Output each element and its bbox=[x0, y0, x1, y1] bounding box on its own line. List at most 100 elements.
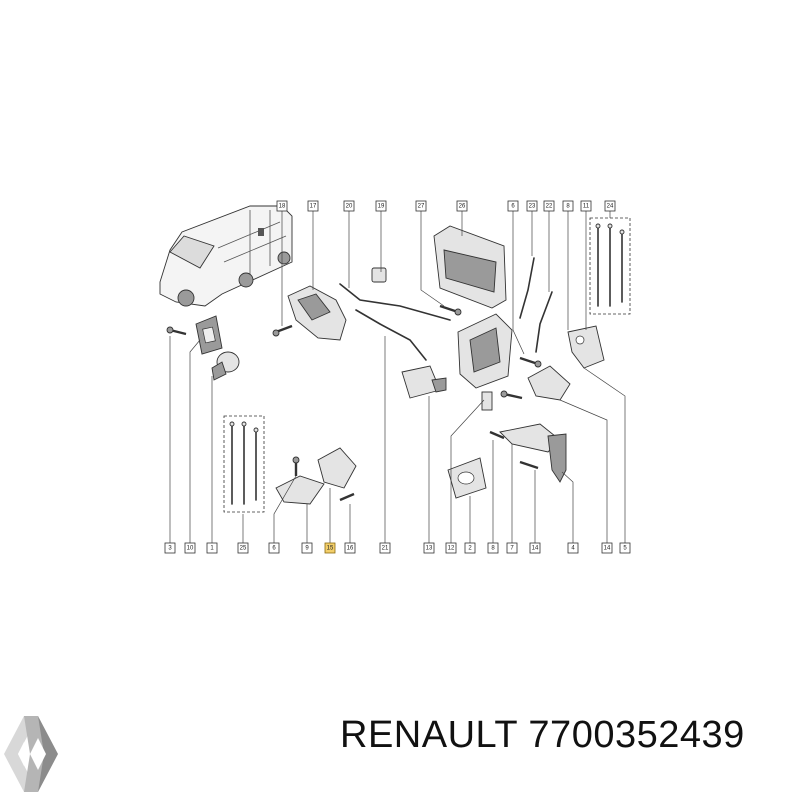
callout-box bbox=[580, 200, 592, 212]
part-screw-8 bbox=[500, 390, 523, 400]
part-caption: RENAULT 7700352439 bbox=[340, 714, 745, 757]
callout-number: 23 bbox=[529, 204, 536, 210]
callout-c15: 15 bbox=[324, 542, 336, 554]
callout-c20: 20 bbox=[343, 200, 355, 212]
callout-box bbox=[445, 542, 457, 554]
part-handle-15 bbox=[317, 447, 357, 489]
callout-number: 14 bbox=[532, 546, 539, 552]
callout-c6b: 6 bbox=[268, 542, 280, 554]
part-lever-4 bbox=[547, 433, 567, 483]
callout-number: 1 bbox=[210, 546, 214, 552]
callout-c19: 19 bbox=[375, 200, 387, 212]
callout-box bbox=[237, 542, 249, 554]
callout-box bbox=[268, 542, 280, 554]
callout-box bbox=[276, 200, 288, 212]
callout-number: 27 bbox=[418, 204, 425, 210]
part-lock-cylinder-1 bbox=[211, 351, 240, 381]
part-clip-19 bbox=[371, 267, 387, 283]
callout-box bbox=[619, 542, 631, 554]
part-number: 7700352439 bbox=[528, 714, 745, 756]
callout-c10: 10 bbox=[184, 542, 196, 554]
callout-c8t: 8 bbox=[562, 200, 574, 212]
callout-box bbox=[379, 542, 391, 554]
callout-number: 10 bbox=[187, 546, 194, 552]
part-screw-8b bbox=[489, 430, 505, 440]
callout-number: 11 bbox=[583, 204, 590, 210]
leader-lines bbox=[169, 211, 626, 548]
callout-c9: 9 bbox=[301, 542, 313, 554]
callout-number: 24 bbox=[607, 204, 614, 210]
callout-c16: 16 bbox=[344, 542, 356, 554]
callout-box bbox=[567, 542, 579, 554]
callout-c18: 18 bbox=[276, 200, 288, 212]
callout-c4: 4 bbox=[567, 542, 579, 554]
part-seal-2 bbox=[447, 457, 487, 499]
part-bracket-14 bbox=[527, 365, 571, 401]
callout-c26: 26 bbox=[456, 200, 468, 212]
callout-box bbox=[184, 542, 196, 554]
brand-name: RENAULT bbox=[340, 714, 518, 756]
callout-c2: 2 bbox=[464, 542, 476, 554]
callout-box bbox=[415, 200, 427, 212]
callout-box bbox=[423, 542, 435, 554]
callout-c17: 17 bbox=[307, 200, 319, 212]
part-handle-26 bbox=[433, 225, 507, 309]
part-rods-25 bbox=[223, 415, 265, 513]
callout-number: 8 bbox=[566, 204, 570, 210]
callout-number: 4 bbox=[571, 546, 575, 552]
part-screw-6b bbox=[292, 456, 300, 476]
callout-box bbox=[529, 542, 541, 554]
callout-number: 25 bbox=[240, 546, 247, 552]
callout-box bbox=[324, 542, 336, 554]
callout-box bbox=[601, 542, 613, 554]
van-illustration bbox=[159, 205, 293, 307]
part-screw-27 bbox=[439, 304, 462, 316]
callout-c14a: 14 bbox=[529, 542, 541, 554]
callout-box bbox=[375, 200, 387, 212]
callout-number: 2 bbox=[468, 546, 472, 552]
logo-facet bbox=[4, 716, 38, 792]
callout-box bbox=[307, 200, 319, 212]
callout-c23: 23 bbox=[526, 200, 538, 212]
callout-box bbox=[562, 200, 574, 212]
logo-facet bbox=[18, 742, 30, 766]
part-screw-16 bbox=[339, 492, 355, 502]
renault-diamond-logo-icon bbox=[4, 716, 58, 792]
part-rods-24 bbox=[589, 217, 631, 315]
callout-box bbox=[456, 200, 468, 212]
callout-c14b: 14 bbox=[601, 542, 613, 554]
callout-number: 6 bbox=[272, 546, 276, 552]
callout-box bbox=[543, 200, 555, 212]
callout-number: 8 bbox=[491, 546, 495, 552]
callout-box bbox=[604, 200, 616, 212]
callout-number: 17 bbox=[310, 204, 317, 210]
callout-number: 9 bbox=[305, 546, 309, 552]
callout-c12: 12 bbox=[445, 542, 457, 554]
callout-number: 5 bbox=[623, 546, 627, 552]
callout-c21: 21 bbox=[379, 542, 391, 554]
callout-number: 26 bbox=[459, 204, 466, 210]
callout-number: 7 bbox=[510, 546, 514, 552]
callout-c22: 22 bbox=[543, 200, 555, 212]
logo-facet bbox=[30, 738, 46, 770]
callout-box bbox=[526, 200, 538, 212]
part-rod-21 bbox=[355, 309, 427, 361]
callout-c5: 5 bbox=[619, 542, 631, 554]
callout-box bbox=[464, 542, 476, 554]
callout-number: 16 bbox=[347, 546, 354, 552]
logo-facet bbox=[24, 716, 58, 792]
callout-c1: 1 bbox=[206, 542, 218, 554]
callout-c8b: 8 bbox=[487, 542, 499, 554]
callout-c7: 7 bbox=[506, 542, 518, 554]
callout-number: 19 bbox=[378, 204, 385, 210]
part-rod-22 bbox=[535, 291, 553, 353]
callout-c3: 3 bbox=[164, 542, 176, 554]
callout-box bbox=[344, 542, 356, 554]
part-inner-handle-17 bbox=[287, 285, 347, 341]
callout-box bbox=[506, 542, 518, 554]
part-rod-20 bbox=[339, 283, 451, 321]
callout-c24: 24 bbox=[604, 200, 616, 212]
callout-number: 22 bbox=[546, 204, 553, 210]
